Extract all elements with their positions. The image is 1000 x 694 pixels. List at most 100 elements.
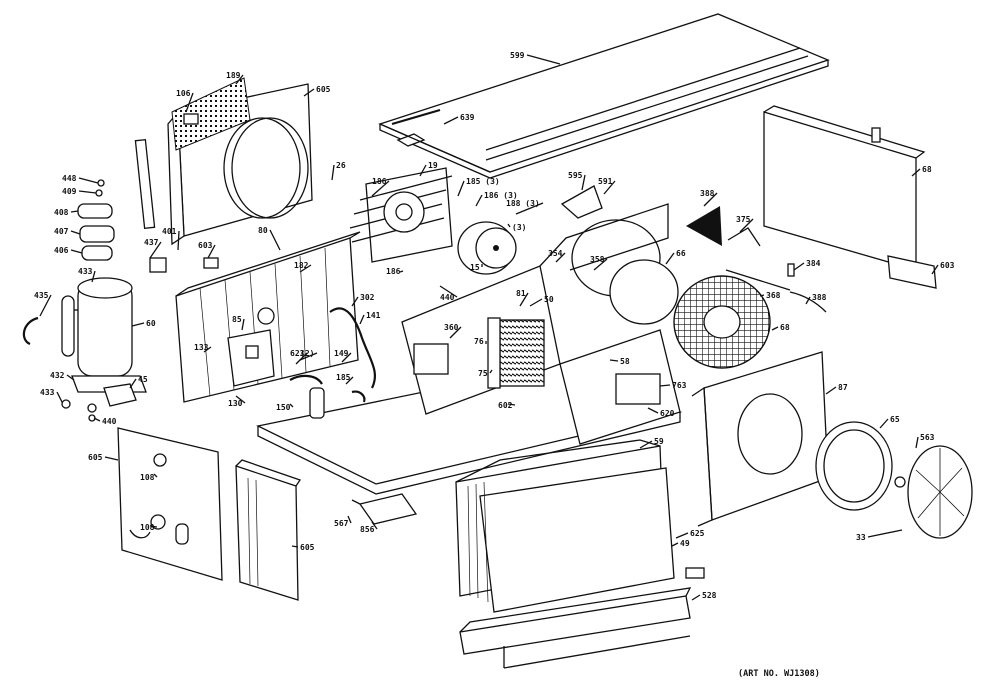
leader-side-panel [911, 168, 921, 177]
leader-drain-pan-b [371, 521, 378, 530]
leader-overload [659, 384, 671, 387]
leader-cord [805, 296, 811, 305]
blower-panel [691, 351, 829, 527]
callout-gasket: 186 [386, 267, 401, 276]
leader-fan-shroud [419, 164, 427, 177]
callout-heater-bracket: 76 [474, 337, 484, 346]
leader-tube-b [359, 314, 365, 325]
callout-terminal-a: 354 [548, 249, 563, 258]
leader-control-panel [104, 456, 119, 461]
leader-terminal-b [593, 258, 608, 271]
callout-screw-a: 185 (3) [466, 177, 500, 186]
leader-left-comp-part-e [70, 249, 83, 254]
leader-bracket-591 [603, 180, 616, 195]
leader-heater-b [519, 292, 529, 307]
leader-fan-motor-mount [207, 244, 216, 259]
leader-left-comp-part-a [78, 177, 99, 184]
callout-clip: 440 [440, 293, 455, 302]
callout-base-pan-part: 620 [660, 409, 675, 418]
leader-coil-support [177, 230, 180, 251]
grille-assembly [134, 77, 313, 246]
leader-knob-b [149, 525, 158, 528]
leader-knob-a [153, 473, 158, 478]
callout-capacitor-fan: 623 [290, 349, 305, 358]
callout-condenser: 80 [258, 226, 268, 235]
callout-heater-a: 58 [620, 357, 630, 366]
leader-left-comp-part-d [70, 230, 81, 235]
callout-top-cover: 599 [510, 51, 525, 60]
leader-filter-drier [507, 403, 516, 406]
callout-compressor-bolt: 433 [78, 267, 93, 276]
leader-side-bracket [931, 264, 939, 275]
leader-control-bracket [291, 545, 299, 548]
leader-base-foot [56, 391, 63, 403]
leader-relay [203, 346, 212, 353]
callout-bracket-591: 591 [598, 177, 613, 186]
callout-blower-panel: 87 [838, 383, 848, 392]
callout-knob-b: 108 [140, 523, 155, 532]
callout-evaporator: 59 [654, 437, 664, 446]
leader-left-comp-part-b [78, 190, 97, 194]
callout-left-comp-part-d: 407 [54, 227, 69, 236]
leader-top-cover [526, 54, 561, 65]
leader-lines [39, 54, 939, 601]
leader-base-pan-part [647, 407, 659, 414]
leader-screw-d [507, 223, 511, 228]
leader-filter-thermostat [703, 192, 718, 207]
leader-front-panel-part [675, 532, 689, 539]
leader-condenser-fan [299, 264, 312, 273]
callout-filter-drier: 602 [498, 401, 513, 410]
callout-left-comp-part-e: 406 [54, 246, 69, 255]
callout-base-grommet: 440 [102, 417, 117, 426]
orifice-ring [815, 421, 893, 511]
callout-switch-a: 85 [232, 315, 242, 324]
callout-grille-mesh: 189 [226, 71, 241, 80]
control-brackets [227, 307, 275, 387]
callout-fan-motor-mount: 603 [198, 241, 213, 250]
callout-cord: 388 [812, 293, 827, 302]
callout-partition: 360 [444, 323, 459, 332]
callout-drain: 150 [276, 403, 291, 412]
callout-compressor-tube: 435 [34, 291, 49, 300]
callout-louver: 186 [372, 177, 387, 186]
callout-left-comp-part-a: 448 [62, 174, 77, 183]
leader-switch-b [235, 395, 246, 404]
compressor [22, 277, 147, 422]
callout-cap-tube: 26 [336, 161, 346, 170]
leader-evaporator [639, 440, 653, 449]
callout-fan-blade: 33 [856, 533, 866, 542]
callout-comp-bracket: 45 [138, 375, 148, 384]
leader-screw-front [671, 542, 679, 547]
callout-capacitor: 66 [676, 249, 686, 258]
callout-control-panel: 605 [88, 453, 103, 462]
leader-blower-housing [771, 326, 779, 331]
condenser-fan [349, 167, 453, 263]
callout-fan-shroud: 19 [428, 161, 438, 170]
leader-clip [439, 285, 458, 298]
callout-tube-c: 149 [334, 349, 349, 358]
callout-front-panel-part: 625 [690, 529, 705, 538]
leader-fan-blade [867, 529, 903, 538]
fan-blade [894, 445, 973, 539]
callout-thermostat: 375 [736, 215, 751, 224]
leader-heater-a [609, 359, 619, 362]
callout-bracket-595: 595 [568, 171, 583, 180]
leader-base-front [691, 594, 701, 601]
heater-element [487, 317, 545, 389]
callout-base-mount: 432 [50, 371, 65, 380]
leader-tube-c [341, 352, 352, 363]
callout-wire: 368 [766, 291, 781, 300]
base-front [459, 567, 705, 669]
leader-thermostat [739, 218, 754, 233]
leader-compressor [131, 322, 145, 327]
callout-left-coil-bracket: 437 [144, 238, 159, 247]
callout-blower-housing: 68 [780, 323, 790, 332]
callout-filter-thermostat: 388 [700, 189, 715, 198]
leader-grille-front [303, 88, 315, 97]
blower [571, 219, 771, 369]
blower-wheel [673, 275, 771, 369]
callout-overload: 763 [672, 381, 687, 390]
callout-grille-front: 605 [316, 85, 331, 94]
fan-motor [457, 221, 517, 275]
leader-screw-b [475, 194, 483, 207]
